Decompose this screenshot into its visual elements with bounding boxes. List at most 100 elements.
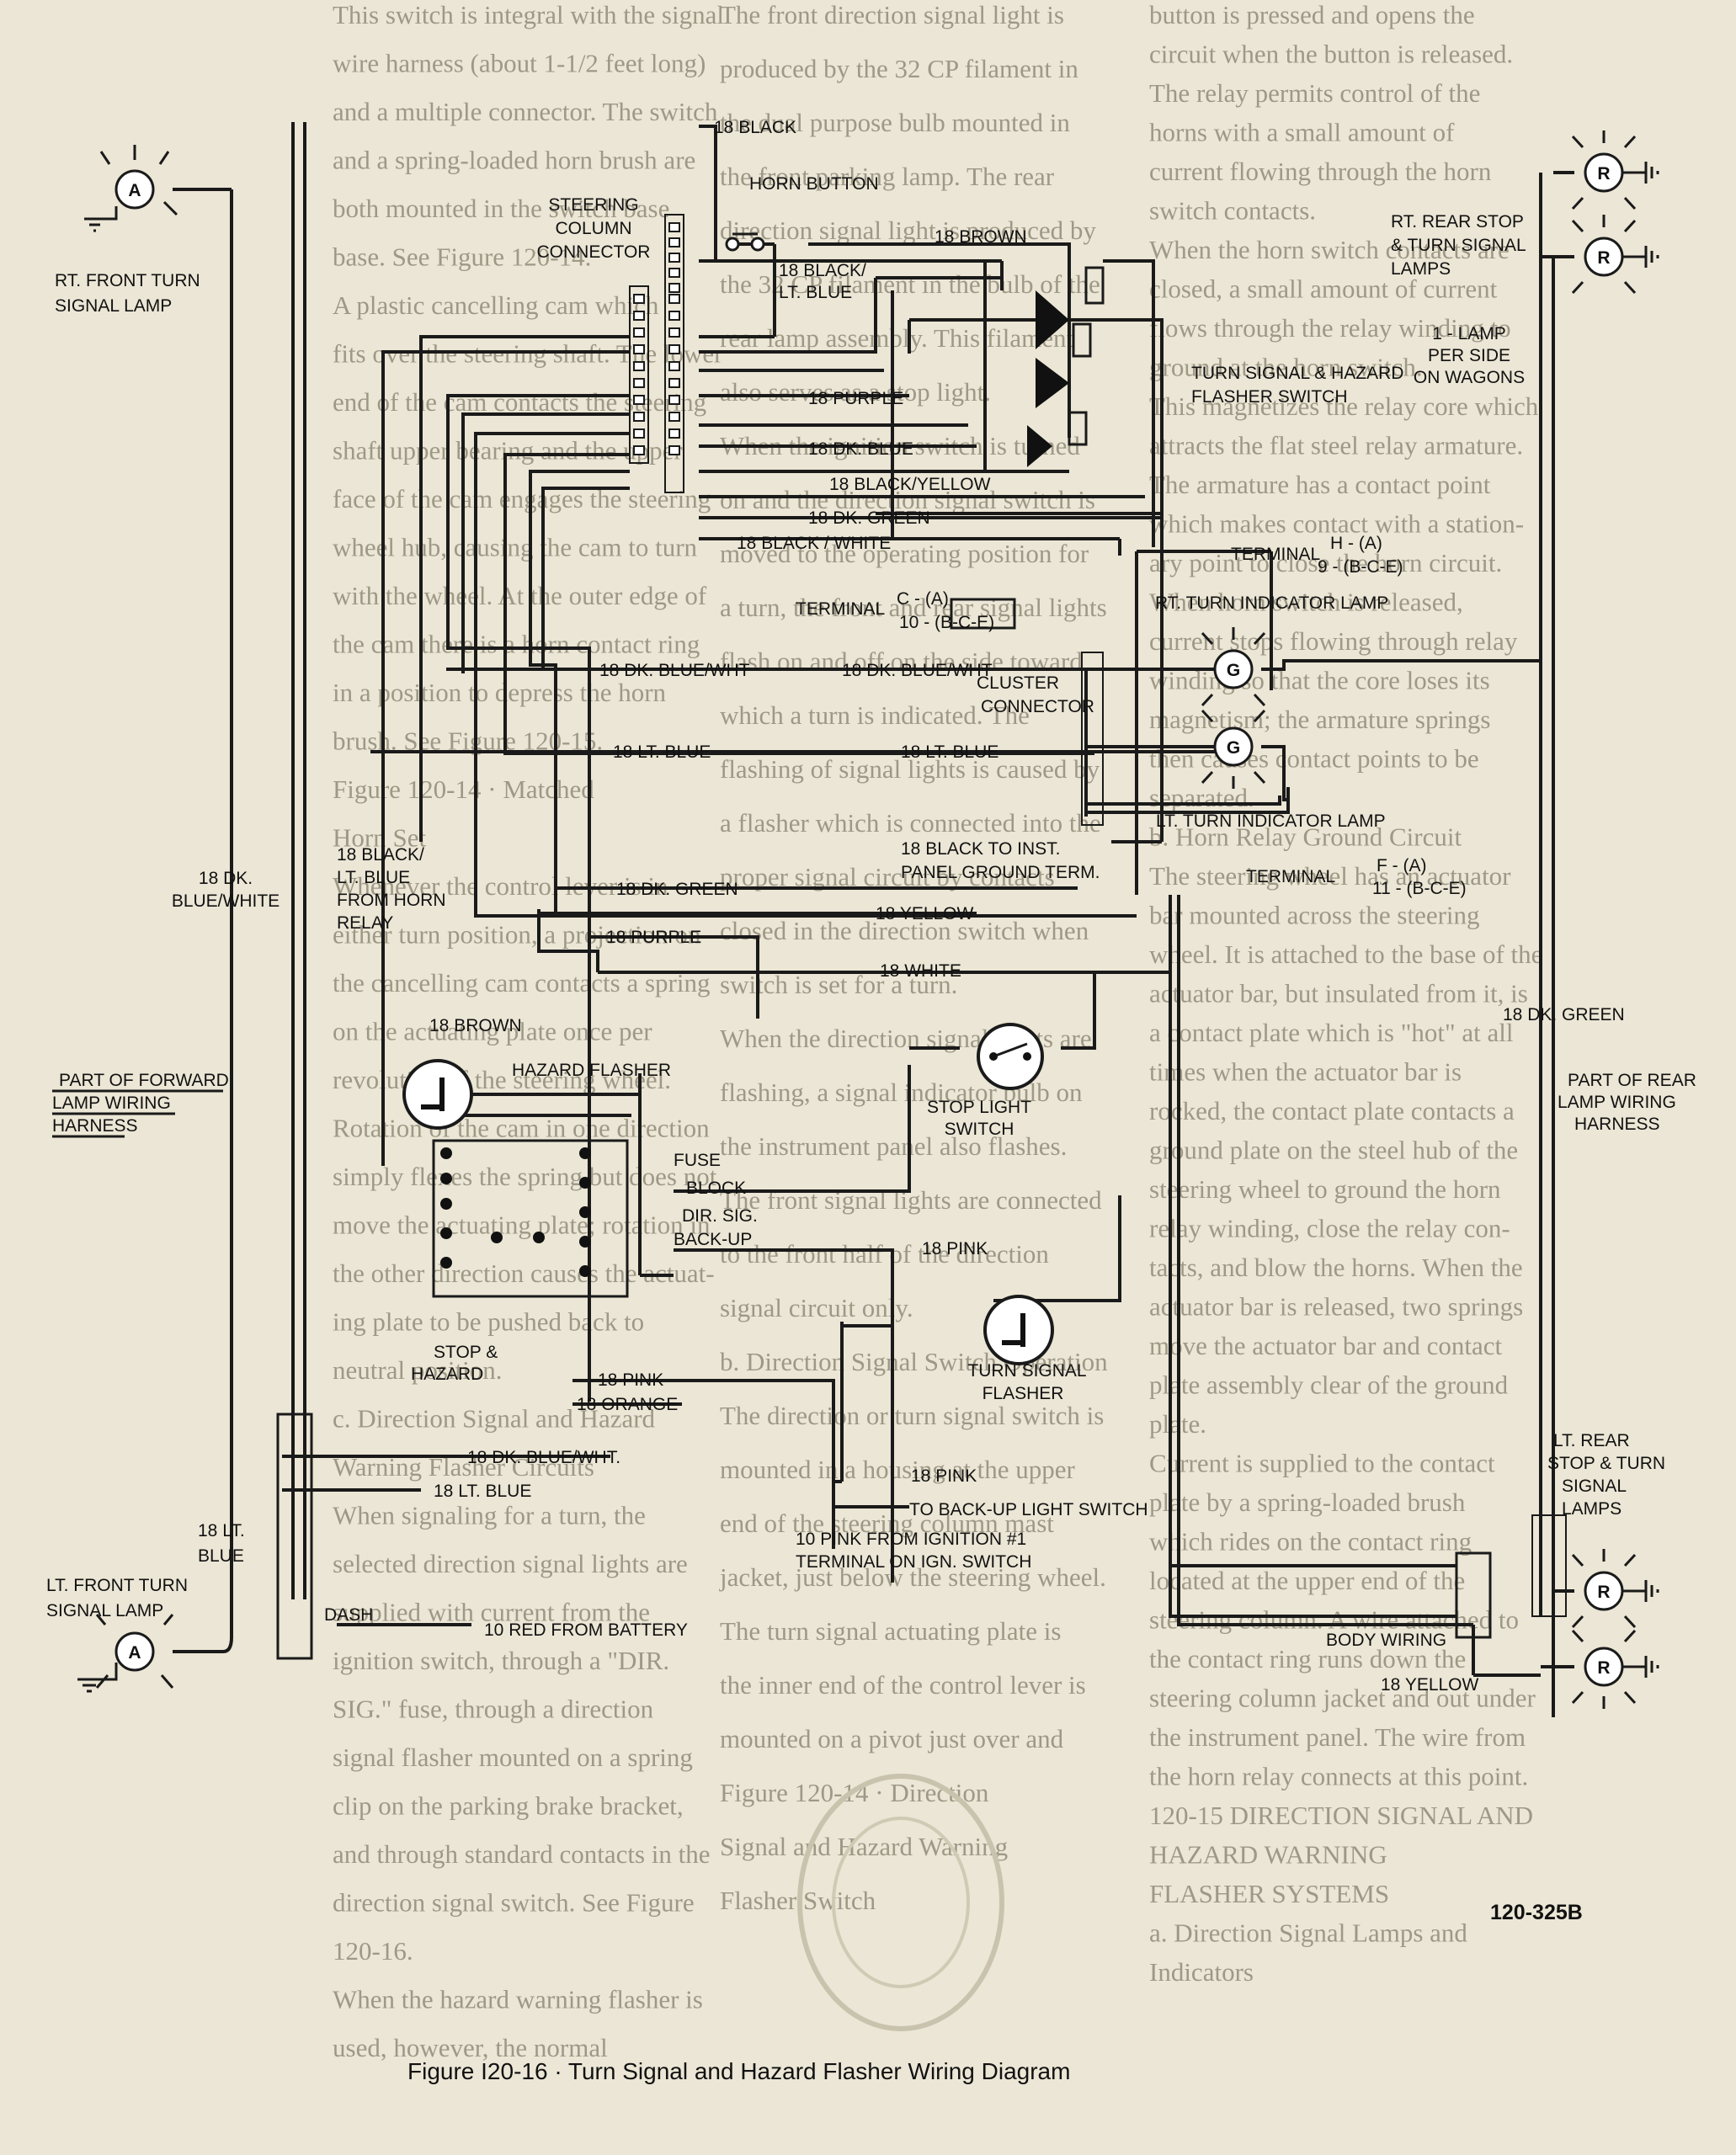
background-text-col2-line: The turn signal actuating plate is	[720, 1616, 1061, 1646]
label-panel-ground: PANEL GROUND TERM.	[901, 863, 1100, 882]
background-text-col3-line: a. Direction Signal Lamps and	[1149, 1918, 1467, 1948]
background-text-col3-line: which rides on the contact ring	[1149, 1527, 1472, 1556]
background-text-col3-line: bar mounted across the steering	[1149, 901, 1480, 930]
wire-label-dk-blue: 18 DK. BLUE	[808, 439, 913, 459]
connector-pin	[633, 428, 645, 439]
background-text-col1-line: base. See Figure 120-14.	[333, 242, 591, 272]
label-hazard: HAZARD	[411, 1365, 483, 1384]
background-text-column-2: The front direction signal light isprodu…	[719, 0, 1108, 1915]
label-dk-blue-white-left: 18 DK.	[199, 869, 253, 888]
fuse-terminal	[440, 1147, 452, 1159]
label-dir-sig: DIR. SIG.	[682, 1206, 758, 1226]
background-text-column-1: This switch is integral with the signal w…	[333, 0, 724, 2062]
hazard-flasher	[402, 1059, 473, 1130]
connector-pin	[668, 412, 680, 422]
label-lamps: LAMPS	[1562, 1499, 1622, 1519]
label-back-up: BACK-UP	[674, 1230, 752, 1249]
fuse-terminal	[440, 1227, 452, 1239]
background-text-col1-line: on the actuating plate once per	[333, 1017, 652, 1046]
background-text-col3-line: This magnetizes the relay core which	[1149, 391, 1539, 421]
wire-label-purple-2: 18 PURPLE	[606, 928, 701, 947]
label-column: COLUMN	[555, 219, 631, 238]
lamp-letter: R	[1597, 1658, 1610, 1678]
background-text-col3-line: current flowing through the horn	[1149, 157, 1492, 186]
label-rt-turn-indicator: RT. TURN INDICATOR LAMP	[1155, 593, 1388, 613]
background-text-col1-line: either turn position, a projection on	[333, 920, 701, 950]
background-text-col2-line: The direction or turn signal switch is	[720, 1401, 1104, 1430]
label-cluster: CLUSTER	[977, 673, 1059, 693]
background-text-col3-line: ground plate on the steel hub of the	[1149, 1136, 1518, 1165]
label-stop-turn: STOP & TURN	[1547, 1454, 1665, 1473]
background-text-col1-line: used, however, the normal	[333, 2033, 608, 2062]
connector-pin	[668, 311, 680, 321]
background-text-col3-line: attracts the flat steel relay armature.	[1149, 431, 1523, 460]
wire-label-dk-blue-wht-2: 18 DK. BLUE/WHT	[842, 661, 993, 680]
fuse-terminal	[579, 1177, 591, 1189]
turn-signal-hazard-switch[interactable]	[1027, 266, 1105, 467]
faded-stamp	[797, 1774, 1004, 2031]
label-black-lt-blue-horn-4: RELAY	[337, 913, 393, 933]
background-text-col1-line: Figure 120-14 · Matched	[333, 774, 594, 804]
connector-pin	[633, 361, 645, 371]
background-text-col1-line: both mounted in the switch base	[333, 194, 669, 223]
background-text-col1-line: Horn Set	[333, 823, 426, 853]
label-rt-front-turn: RT. FRONT TURN	[55, 271, 200, 290]
figure-code: 120-325B	[1490, 1901, 1583, 1924]
svg-text:18 DK.BLUE/WHITE: 18 DK.BLUE/WHITE	[172, 869, 280, 911]
label-lt-turn-indicator: LT. TURN INDICATOR LAMP	[1156, 811, 1386, 831]
label-turn-hazard-switch-2: FLASHER SWITCH	[1191, 387, 1348, 407]
connector-pin	[633, 412, 645, 422]
background-text-col3-line: horns with a small amount of	[1149, 118, 1455, 147]
connector-pin	[668, 237, 680, 247]
wire-label-dk-green-2: 18 DK. GREEN	[616, 880, 738, 899]
background-text-col3-line: the horn relay connects at this point.	[1149, 1762, 1528, 1791]
background-text-col3-line: 120-15 DIRECTION SIGNAL AND	[1149, 1801, 1533, 1830]
label-pink-ignition: 10 PINK FROM IGNITION #1	[796, 1530, 1026, 1549]
label-black-lt-blue-horn-2: LT. BLUE	[337, 868, 410, 887]
label-turn-hazard-switch: TURN SIGNAL & HAZARD	[1191, 364, 1403, 383]
background-text-col3-line: switch contacts.	[1149, 196, 1316, 226]
label-cluster-connector: CONNECTOR	[981, 697, 1094, 716]
horn-button[interactable]	[725, 232, 765, 252]
background-text-col3-line: HAZARD WARNING	[1149, 1840, 1387, 1870]
background-text-col2-line: Signal and Hazard Warning	[720, 1832, 1008, 1861]
background-text-col2-line: to the front half of the direction	[720, 1239, 1049, 1269]
label-stop-light-switch: SWITCH	[945, 1120, 1014, 1139]
background-text-col3-line: button is pressed and opens the	[1149, 0, 1475, 29]
background-text-col1-line: When the hazard warning flasher is	[333, 1985, 703, 2014]
label-lt-front-turn-2: SIGNAL LAMP	[46, 1601, 163, 1620]
connector-pin	[668, 378, 680, 388]
background-text-col3-line: separated.	[1149, 783, 1254, 812]
background-text-col2-line: flashing of signal lights is caused by	[720, 754, 1100, 784]
label-terminal-f-a: F - (A)	[1377, 856, 1426, 875]
background-text-col2-line: a turn, the front and rear signal lights	[720, 593, 1107, 622]
lt-turn-indicator-lamp: G	[1201, 709, 1266, 789]
rear-harness-connector	[1531, 1514, 1567, 1617]
background-text-col3-line: Indicators	[1149, 1957, 1254, 1987]
background-text-col1-line: revolution of the steering wheel.	[333, 1065, 671, 1094]
connector-pin	[668, 361, 680, 371]
background-text-col1-line: with the wheel. At the outer edge of	[333, 581, 707, 610]
wire-label-dk-green: 18 DK. GREEN	[808, 508, 930, 528]
background-text-col3-line: a contact plate which is "hot" at all	[1149, 1018, 1513, 1047]
label-terminal-c-a: C - (A)	[897, 589, 949, 609]
background-text-col2-line: end of the steering column mast	[720, 1508, 1054, 1538]
background-text-col1-line: supplied with current from the	[333, 1598, 650, 1627]
label-hazard-flasher: HAZARD FLASHER	[512, 1061, 671, 1080]
lamp-letter: R	[1597, 1583, 1610, 1602]
dash-connector	[276, 1413, 313, 1660]
background-text-col1-line: This switch is integral with the signal	[333, 0, 724, 29]
wire-label-black-white: 18 BLACK / WHITE	[737, 534, 891, 553]
background-text-col1-line: and a spring-loaded horn brush are	[333, 146, 695, 175]
label-lt-blue-left: 18 LT.	[198, 1521, 245, 1540]
background-text-col2-line: direction signal light is produced by	[720, 216, 1096, 245]
background-text-col2-line: the instrument panel also flashes.	[720, 1131, 1067, 1161]
connector-pin	[633, 327, 645, 338]
fuse-terminal	[491, 1232, 503, 1243]
